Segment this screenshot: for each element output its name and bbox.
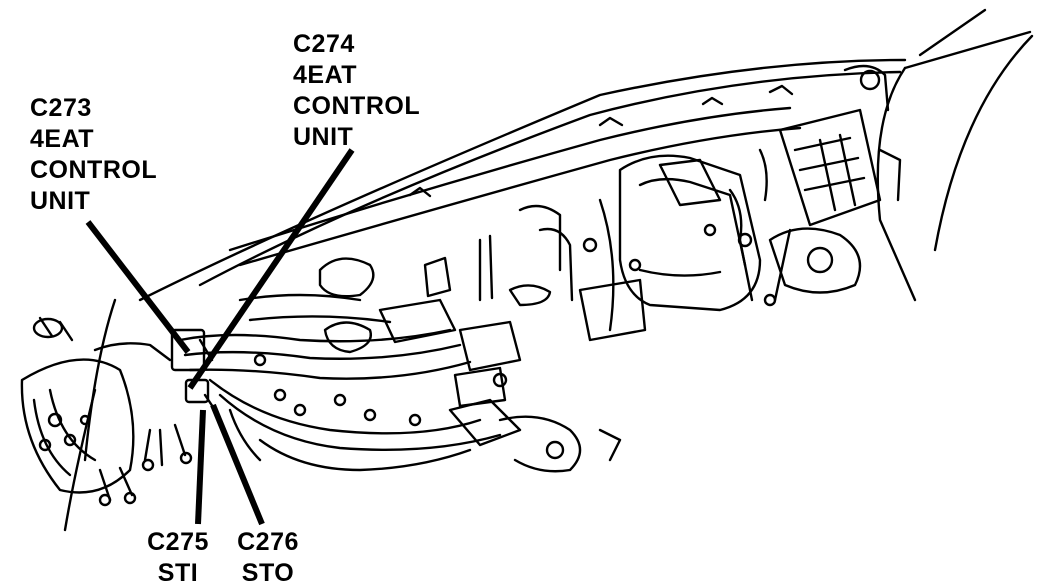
leader-c276 [210,403,265,526]
leader-c273 [85,220,191,354]
c275-line1: STI [157,559,199,586]
hvac-box [598,154,762,332]
leader-c275 [195,409,206,525]
c274-line1: 4EAT [293,61,358,89]
leader-lines [85,148,355,526]
callout-c274: C274 4EAT CONTROL UNIT [293,29,420,153]
c274-line3: UNIT [293,123,354,151]
callout-c273: C273 4EAT CONTROL UNIT [30,93,157,217]
connector-dots [253,223,717,427]
c273-code: C273 [30,94,92,122]
callout-c275: C275 STI [138,527,218,586]
mid-dash-components [318,204,647,473]
c275-code: C275 [147,528,209,556]
leader-c274 [187,148,355,390]
body-outline [63,8,1034,532]
c273-line1: 4EAT [30,125,95,153]
right-blower [728,64,902,307]
c274-line2: CONTROL [293,92,421,120]
c273-line2: CONTROL [30,156,158,184]
c276-code: C276 [237,528,299,556]
left-cluster [20,316,193,507]
c276-line1: STO [241,559,295,586]
callout-c276: C276 STO [228,527,308,586]
c273-line3: UNIT [30,187,91,215]
harness-bundle [170,293,502,472]
dash-top-panel [228,84,802,267]
c274-code: C274 [293,30,355,58]
